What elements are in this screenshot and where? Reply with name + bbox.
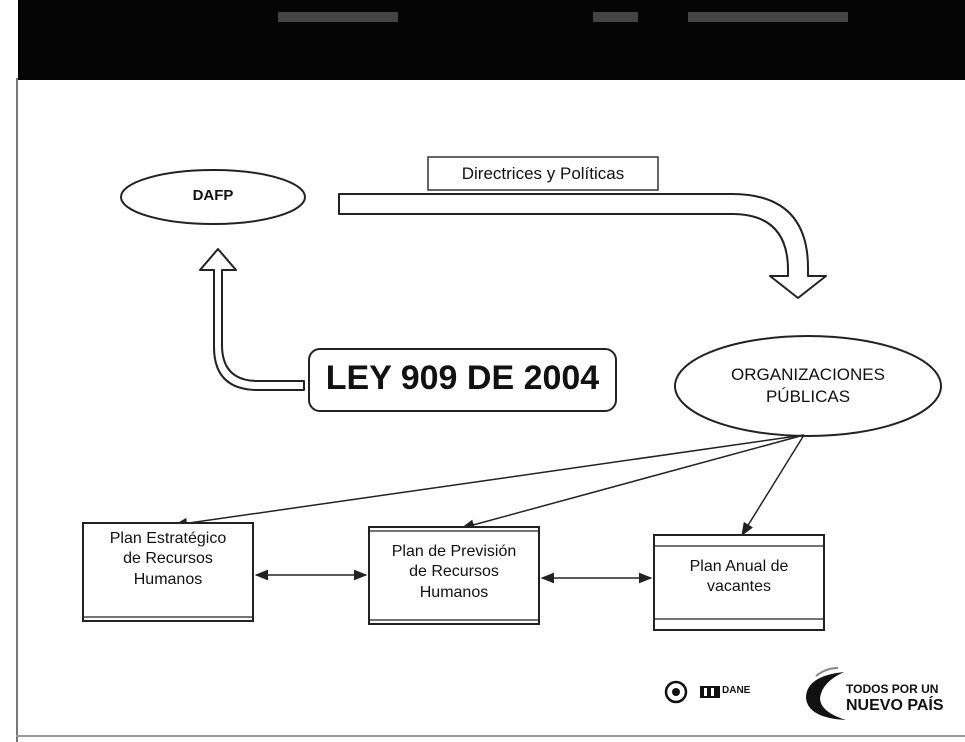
dafp-label: DAFP	[192, 187, 234, 204]
colombia-seal-icon	[664, 680, 688, 704]
organizaciones-line-1: ORGANIZACIONES	[731, 365, 885, 384]
plan-prevision-box	[368, 526, 540, 625]
plan-estrategico-box	[82, 522, 254, 622]
ley-node	[308, 348, 617, 412]
ley-label: LEY 909 DE 2004	[325, 359, 600, 397]
arrow-to-plan-estrategico	[173, 434, 805, 529]
plan-prevision-label: Plan de Previsión de Recursos Humanos	[369, 542, 539, 603]
organizaciones-label: ORGANIZACIONES PÚBLICAS	[690, 364, 926, 408]
plan-anual-box	[653, 534, 825, 631]
arrow-to-plan-anual	[741, 434, 805, 537]
plan-prevision-line-1: Plan de Previsión	[391, 543, 517, 560]
scan-noise	[593, 12, 638, 22]
directrices-label-box	[427, 156, 659, 191]
header-bar	[18, 0, 965, 80]
frame-bottom-border	[16, 735, 965, 737]
plan-anual-line-1: Plan Anual de	[689, 558, 789, 575]
plan-prevision-line-2: de Recursos	[409, 563, 499, 581]
arrow-to-plan-prevision	[460, 434, 805, 531]
plan-estrategico-label: Plan Estratégico de Recursos Humanos	[83, 529, 253, 590]
frame-left-border	[16, 78, 18, 742]
plan-estrategico-line-1: Plan Estratégico	[109, 530, 227, 547]
nuevo-pais-swoosh-icon	[806, 667, 846, 720]
plan-prevision-line-3: Humanos	[419, 583, 489, 601]
organizaciones-node	[674, 335, 942, 437]
scan-noise	[688, 12, 848, 22]
slogan-line-1: TODOS POR UN	[846, 682, 939, 696]
plan-estrategico-line-3: Humanos	[133, 570, 203, 588]
organizaciones-line-2: PÚBLICAS	[765, 386, 851, 406]
dafp-node	[120, 169, 306, 225]
plan-anual-label: Plan Anual de vacantes	[654, 557, 824, 598]
plan-anual-line-2: vacantes	[706, 578, 772, 596]
directrices-label: Directrices y Políticas	[461, 164, 625, 183]
plan-estrategico-line-2: de Recursos	[123, 550, 213, 568]
slogan-line-2: NUEVO PAÍS	[846, 697, 944, 714]
up-arrow-to-dafp	[199, 248, 305, 391]
scan-noise	[278, 12, 398, 22]
flow-arrow-to-organizaciones	[338, 193, 827, 299]
dane-logo-icon	[700, 686, 720, 698]
dane-label: DANE	[722, 685, 751, 696]
